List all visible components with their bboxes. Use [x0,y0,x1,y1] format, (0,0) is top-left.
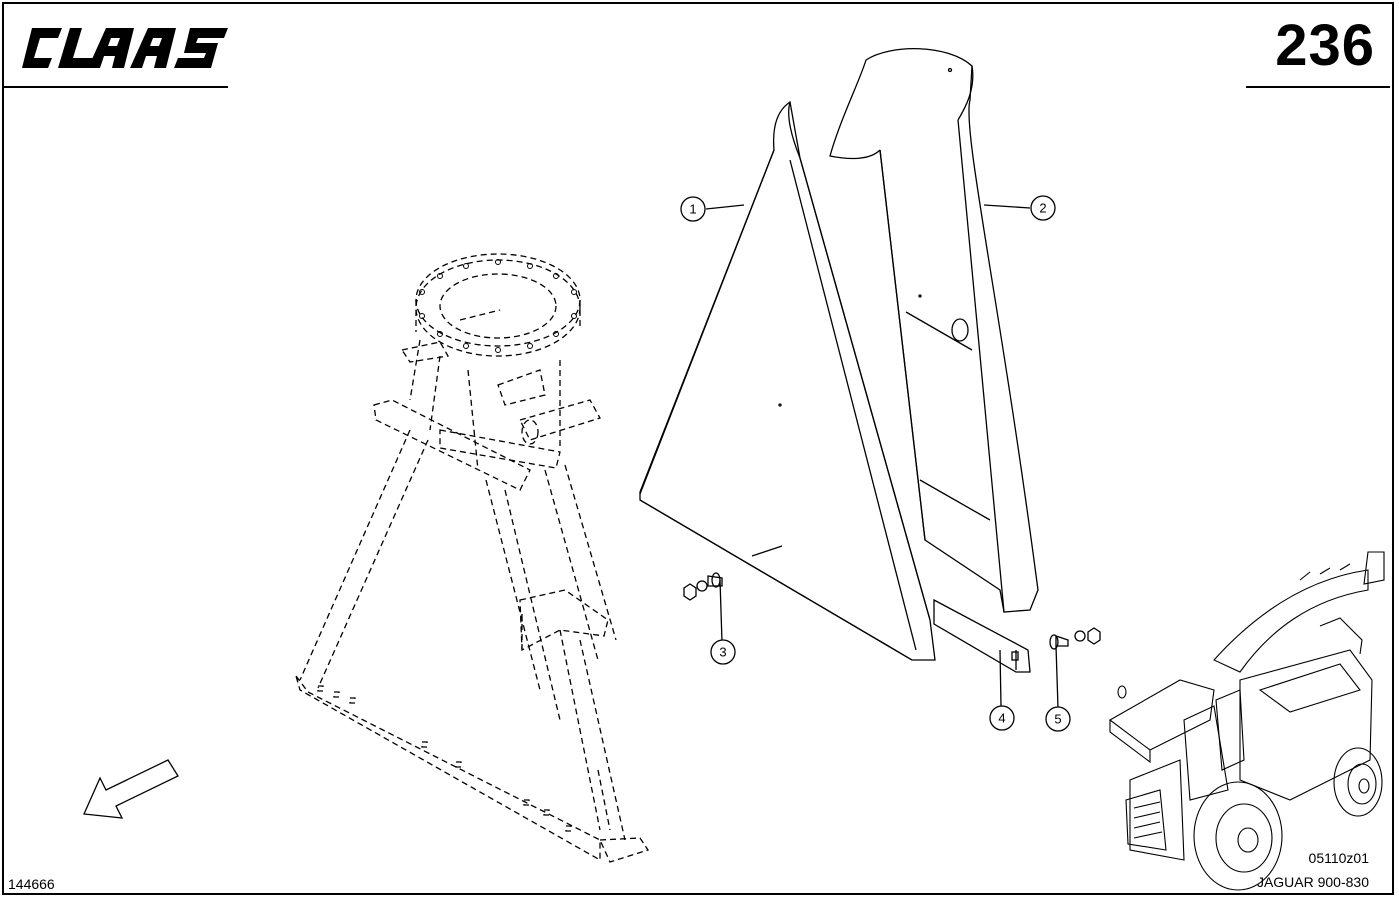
page-number: 236 [1275,13,1375,78]
svg-text:5: 5 [1054,712,1061,727]
drawing-number: 144666 [8,876,55,892]
part-5-hardware [1049,627,1101,709]
callout-4: 4 [989,705,1015,731]
header-rule-right [1246,86,1390,88]
machine-model: JAGUAR 900-830 [1256,874,1369,890]
reference-code: 05110z01 [1308,850,1369,866]
callout-2: 2 [1030,195,1056,221]
svg-text:3: 3 [719,645,726,660]
callout-3: 3 [710,639,736,665]
part-4-strip [933,598,1031,673]
callout-1: 1 [680,196,706,222]
svg-text:1: 1 [689,202,696,217]
part-1-front-cover [639,100,936,661]
svg-text:2: 2 [1039,201,1046,216]
claas-logo [22,28,228,68]
orientation-arrow [83,759,179,819]
part-3-hardware [683,572,723,643]
forage-harvester-thumbnail [1109,551,1385,891]
support-frame-dashed [295,253,650,863]
callout-5: 5 [1045,706,1071,732]
flange-holes [419,259,577,353]
header-rule-left [4,86,228,88]
part-2-rear-cover [829,48,1039,613]
svg-text:4: 4 [998,711,1005,726]
